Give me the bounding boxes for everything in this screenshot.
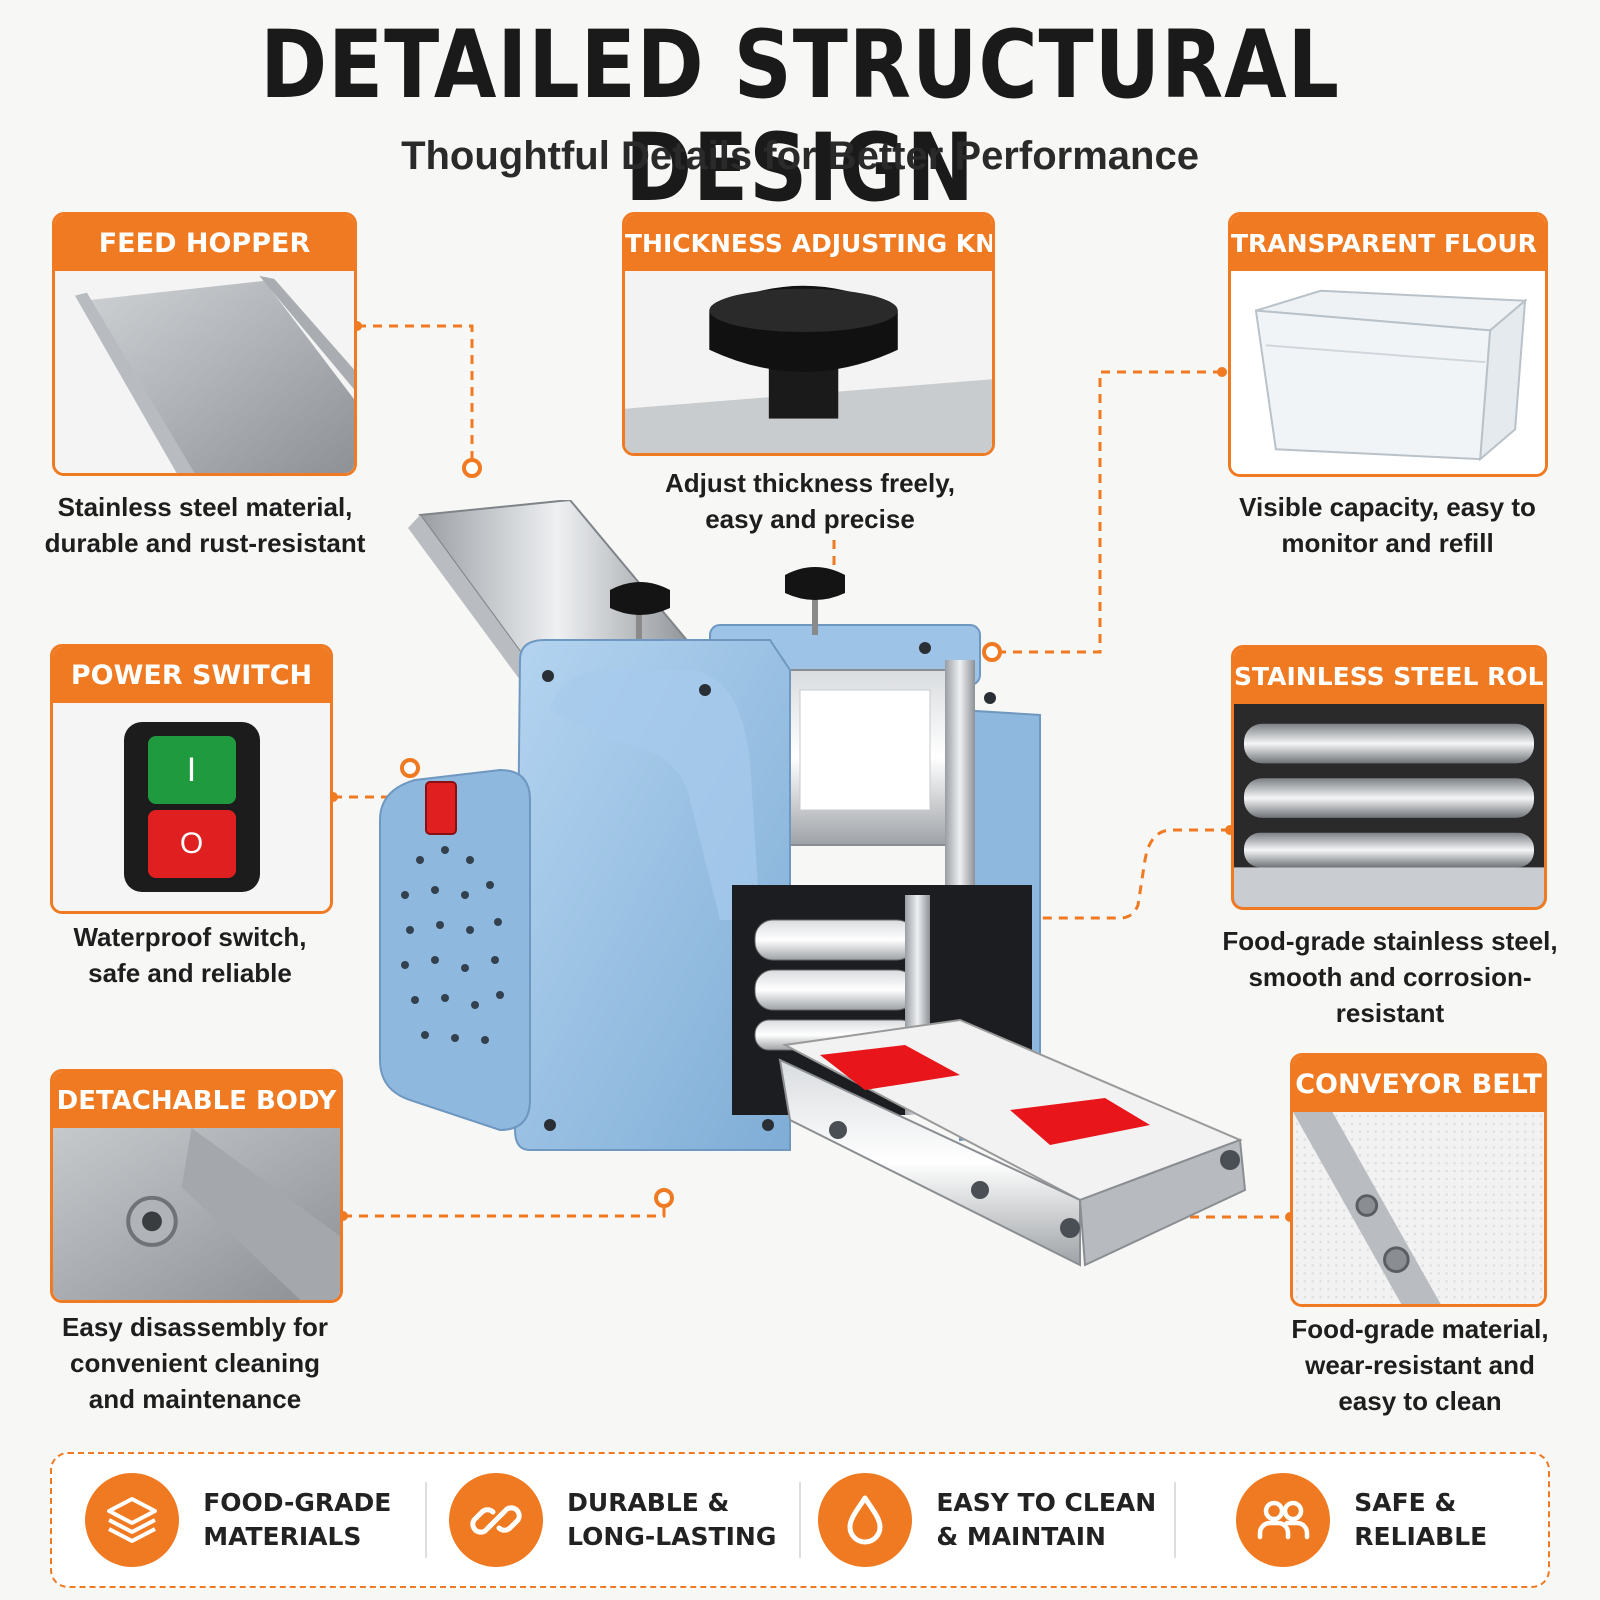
card-thickness-adjusting-knob: THICKNESS ADJUSTING KNOB: [622, 212, 995, 456]
connector-rollers: [938, 828, 1230, 920]
waterproof-switch: I O: [123, 722, 260, 892]
conveyor-belt-description: Food-grade material, wear-resistant and …: [1291, 1314, 1549, 1416]
feature-badges-bar: FOOD-GRADE MATERIALS DURABLE & LONG-LAST…: [50, 1452, 1550, 1588]
badge-food-grade: FOOD-GRADE MATERIALS: [52, 1454, 425, 1586]
switch-on-button: I: [147, 736, 236, 804]
switch-off-button: O: [147, 810, 236, 878]
link-icon: [449, 1473, 544, 1567]
knob-right: [785, 567, 845, 600]
card-transparent-flour-box: TRANSPARENT FLOUR BOX: [1228, 212, 1548, 477]
page-subtitle: Thoughtful Details for Better Performanc…: [401, 134, 1199, 178]
flour-box-description: Visible capacity, easy to monitor and re…: [1239, 492, 1536, 558]
connector-flour-box: [992, 370, 1222, 654]
feed-hopper-photo: [55, 271, 354, 473]
noodle-machine-illustration: [379, 500, 1247, 1267]
card-title: POWER SWITCH: [53, 647, 330, 703]
card-title: TRANSPARENT FLOUR BOX: [1231, 215, 1545, 271]
connector-detachable-body: [343, 1200, 666, 1218]
card-title: THICKNESS ADJUSTING KNOB: [625, 215, 992, 271]
marker-feed-hopper: [462, 458, 482, 478]
badge-easy-to-clean: EASY TO CLEAN & MAINTAIN: [801, 1454, 1174, 1586]
card-detachable-body: DETACHABLE BODY: [50, 1069, 343, 1303]
thickness-knob-photo: [625, 271, 992, 453]
vent-holes: [401, 846, 504, 1044]
card-title: FEED HOPPER: [55, 215, 354, 271]
card-conveyor-belt: CONVEYOR BELT: [1290, 1053, 1547, 1307]
layers-icon: [85, 1473, 180, 1567]
marker-detachable-body: [654, 1188, 674, 1208]
card-power-switch: POWER SWITCH I O: [50, 644, 333, 914]
badge-safe-reliable: SAFE & RELIABLE: [1176, 1454, 1549, 1586]
thickness-knob-description: Adjust thickness freely, easy and precis…: [665, 468, 955, 534]
card-stainless-steel-rollers: STAINLESS STEEL ROLLERS: [1231, 645, 1547, 910]
feed-hopper-description: Stainless steel material, durable and ru…: [44, 492, 366, 558]
card-title: DETACHABLE BODY: [53, 1072, 340, 1128]
card-feed-hopper: FEED HOPPER: [52, 212, 357, 476]
detachable-body-description: Easy disassembly for convenient cleaning…: [62, 1312, 328, 1414]
users-icon: [1236, 1473, 1331, 1567]
power-switch-description: Waterproof switch, safe and reliable: [73, 922, 307, 988]
card-title: CONVEYOR BELT: [1293, 1056, 1544, 1112]
marker-power-switch: [400, 758, 420, 778]
card-title: STAINLESS STEEL ROLLERS: [1234, 648, 1544, 704]
water-drop-icon: [818, 1473, 913, 1567]
rollers-photo: [1234, 704, 1544, 907]
flour-box-photo: [1231, 271, 1545, 474]
detachable-body-photo: [53, 1128, 340, 1300]
marker-flour-box: [982, 642, 1002, 662]
knob-left: [610, 582, 670, 615]
connector-feed-hopper: [357, 324, 474, 460]
rollers-description: Food-grade stainless steel, smooth and c…: [1222, 926, 1558, 1028]
page-title: DETAILED STRUCTURAL DESIGN: [260, 11, 1340, 224]
red-power-switch: [425, 781, 457, 835]
conveyor-belt-photo: [1293, 1112, 1544, 1304]
badge-durable: DURABLE & LONG-LASTING: [427, 1454, 800, 1586]
